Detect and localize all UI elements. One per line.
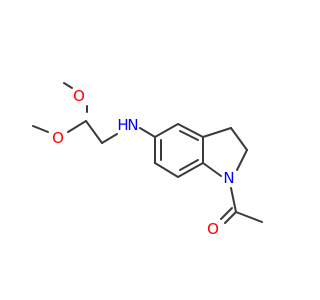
bond-ring-c7-c7a-inner — [179, 159, 199, 171]
bond-ring-c4-c5 — [154, 123, 179, 138]
bond-methyl-o-top — [63, 82, 73, 89]
bond-n1-carbonyl — [230, 187, 237, 213]
bond-c3a-c3 — [202, 127, 232, 138]
nitrogen-indoline-label: N — [223, 169, 234, 187]
oxygen-carbonyl-label: O — [207, 220, 219, 238]
bond-carbonyl-methyl — [235, 211, 263, 223]
bond-ring-c7-c7a — [177, 162, 204, 178]
bond-ring-c3a-c4-inner — [179, 130, 199, 141]
bond-ring-c6-c7 — [154, 162, 179, 178]
bond-methyl-o-bottom — [32, 125, 49, 133]
bond-c2-n1 — [236, 149, 248, 171]
bond-carbonyl-o-1 — [224, 211, 237, 224]
bond-acetal-ch2 — [85, 120, 103, 144]
structure-diagram: O O N H N O — [32, 82, 263, 238]
bond-c3-c2 — [230, 127, 248, 151]
oxygen-atom-top-label: O — [73, 87, 85, 105]
oxygen-atom-bottom-label: O — [52, 129, 64, 147]
molecule-canvas: O O N H N O — [32, 82, 263, 238]
bond-n1-c7a — [202, 162, 222, 177]
bond-ch2-nh — [101, 133, 118, 144]
hydrogen-amine-label: H — [117, 116, 128, 134]
nitrogen-amine-label: N — [127, 116, 138, 134]
bond-nh-ring — [139, 127, 156, 138]
bond-carbonyl-o-2 — [220, 207, 233, 220]
bond-o-bottom-acetal — [67, 120, 87, 133]
bond-ring-c3a-c4 — [177, 123, 204, 138]
